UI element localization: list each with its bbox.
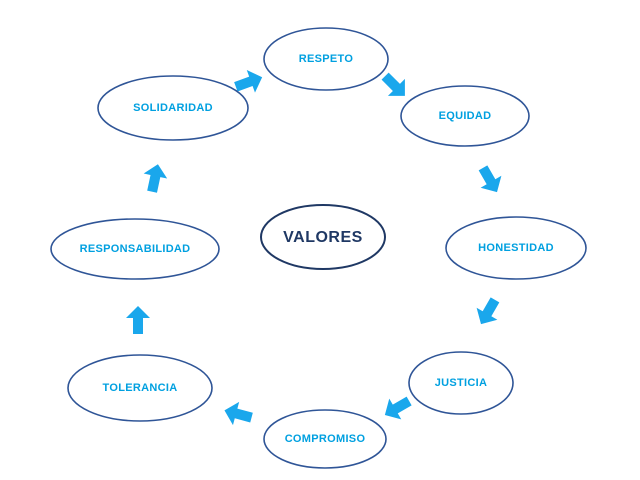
node-solidaridad-label: SOLIDARIDAD [133, 102, 213, 114]
arrow-respeto-to-equidad-icon [381, 72, 405, 96]
node-respeto-label: RESPETO [299, 53, 354, 65]
node-honestidad-label: HONESTIDAD [478, 242, 554, 254]
node-solidaridad-ellipse [97, 75, 249, 141]
node-respeto: RESPETO [263, 27, 389, 91]
arrow-honestidad-to-justicia-icon [476, 297, 500, 325]
node-responsabilidad-label: RESPONSABILIDAD [80, 243, 191, 255]
arrow-group [126, 70, 502, 426]
arrow-solidaridad-to-respeto-icon [234, 70, 263, 93]
node-justicia-ellipse [408, 351, 514, 415]
node-justicia: JUSTICIA [408, 351, 514, 415]
node-equidad: EQUIDAD [400, 85, 530, 147]
node-honestidad-ellipse [445, 216, 587, 280]
arrow-equidad-to-honestidad-icon [478, 165, 502, 193]
node-tolerancia-label: TOLERANCIA [103, 382, 178, 394]
arrow-tolerancia-to-responsabilidad-icon [126, 306, 150, 334]
node-tolerancia: TOLERANCIA [67, 354, 213, 422]
arrow-compromiso-to-tolerancia-icon [224, 401, 253, 426]
node-tolerancia-ellipse [67, 354, 213, 422]
node-responsabilidad-ellipse [50, 218, 220, 280]
node-compromiso: COMPROMISO [263, 409, 387, 469]
node-solidaridad: SOLIDARIDAD [97, 75, 249, 141]
node-compromiso-ellipse [263, 409, 387, 469]
arrow-responsabilidad-to-solidaridad-icon [143, 164, 168, 193]
node-responsabilidad: RESPONSABILIDAD [50, 218, 220, 280]
center-node-ellipse [260, 204, 386, 270]
arrow-justicia-to-compromiso-icon [384, 396, 412, 420]
node-respeto-ellipse [263, 27, 389, 91]
node-compromiso-label: COMPROMISO [285, 433, 366, 445]
center-node-label: VALORES [283, 229, 363, 246]
center-node: VALORES [260, 204, 386, 270]
node-honestidad: HONESTIDAD [445, 216, 587, 280]
node-equidad-ellipse [400, 85, 530, 147]
node-equidad-label: EQUIDAD [439, 110, 492, 122]
node-justicia-label: JUSTICIA [435, 377, 488, 389]
